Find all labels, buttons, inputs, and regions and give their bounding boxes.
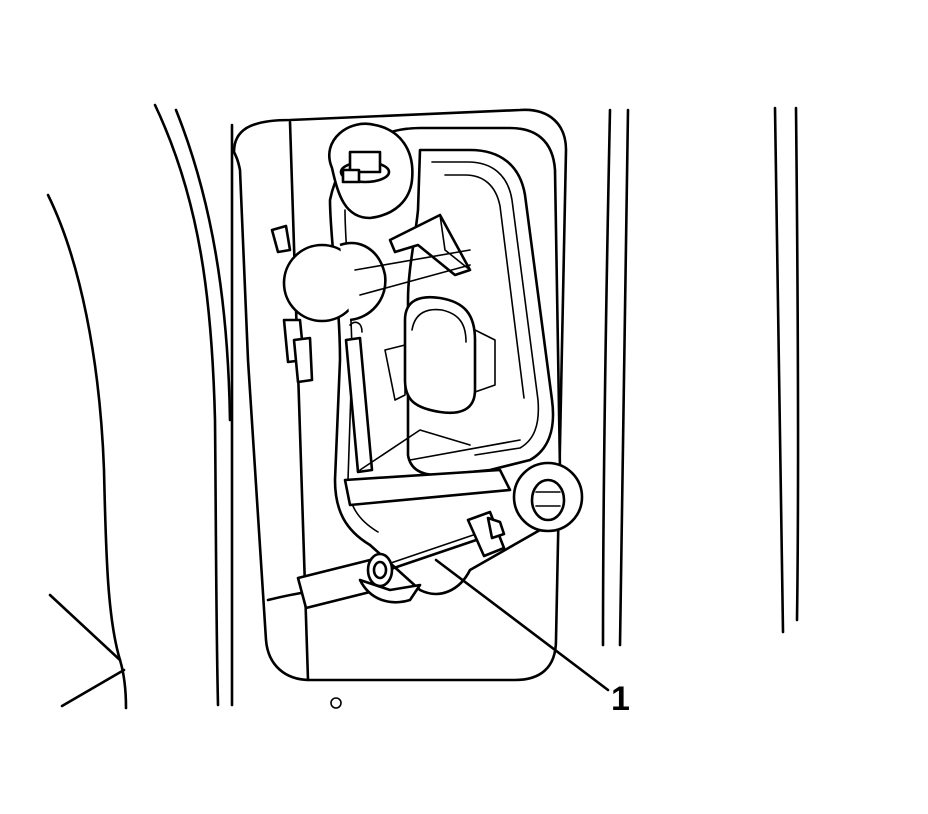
side-bracket <box>282 318 314 384</box>
upper-bolt <box>328 122 414 220</box>
wedge-clip <box>388 213 472 277</box>
release-cable <box>296 510 506 610</box>
lock-knob <box>270 224 471 323</box>
lock-rod <box>344 321 374 474</box>
lower-bolt <box>512 461 584 533</box>
door-pillar-lines <box>601 106 800 647</box>
latch-link <box>343 429 521 507</box>
callout-label: 1 <box>611 680 630 718</box>
fender-outline <box>46 103 232 710</box>
access-panel-opening <box>230 108 568 709</box>
callout-leader-line <box>434 558 610 692</box>
actuator-pad <box>384 295 496 415</box>
